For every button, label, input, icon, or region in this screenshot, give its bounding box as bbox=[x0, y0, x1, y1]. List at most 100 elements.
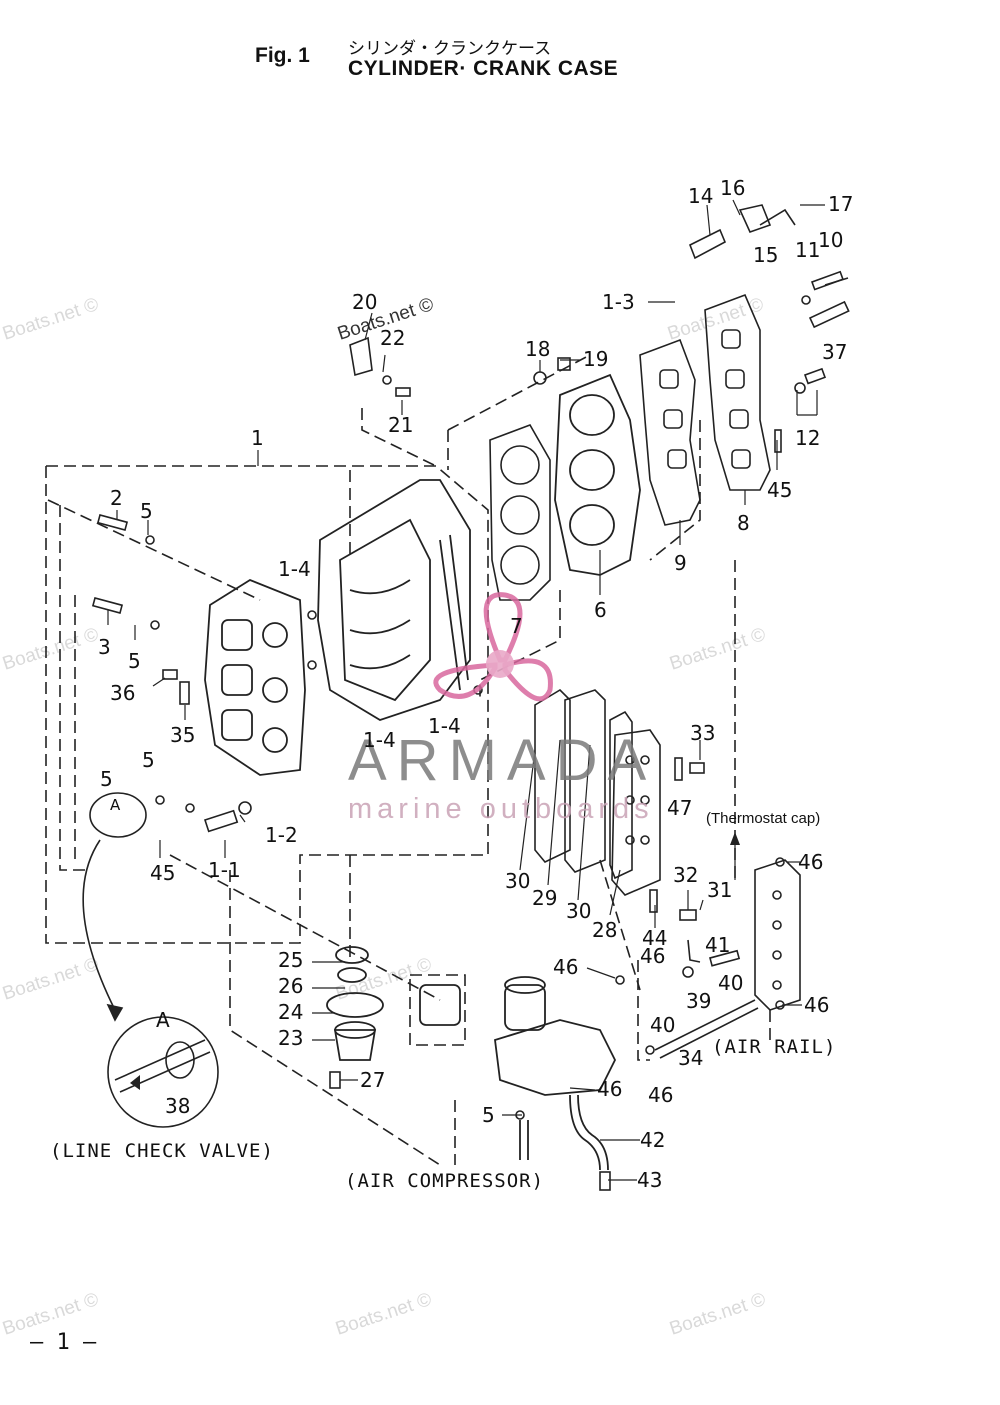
line-check-valve-caption: (LINE CHECK VALVE) bbox=[50, 1140, 274, 1162]
air-rail-caption: (AIR RAIL) bbox=[712, 1036, 836, 1058]
part-label: 46 bbox=[597, 1077, 622, 1101]
part-label: 31 bbox=[707, 878, 732, 902]
part-label: 20 bbox=[352, 290, 377, 314]
armada-logo: ARMADA marine outboards bbox=[348, 592, 656, 825]
part-label: 47 bbox=[667, 796, 692, 820]
part-label: 5 bbox=[140, 499, 153, 523]
small-hardware bbox=[91, 204, 850, 1191]
propeller-blade-icon bbox=[433, 662, 498, 699]
cylinder-head bbox=[554, 373, 641, 576]
part-label: 24 bbox=[278, 1000, 303, 1024]
air-compressor-part bbox=[494, 976, 617, 1171]
part-label: 10 bbox=[818, 228, 843, 252]
exhaust-cover-assembly bbox=[534, 688, 661, 896]
part-label: 37 bbox=[822, 340, 847, 364]
part-label: 5 bbox=[100, 767, 113, 791]
propeller-blade-icon bbox=[502, 658, 553, 702]
page-number: – 1 – bbox=[30, 1330, 97, 1355]
thermostat-parts bbox=[326, 946, 461, 1061]
cylinder-block bbox=[317, 479, 471, 721]
leader-lines bbox=[107, 199, 825, 1181]
part-label: 38 bbox=[165, 1094, 190, 1118]
part-label: 46 bbox=[553, 955, 578, 979]
part-label: 41 bbox=[705, 933, 730, 957]
part-label: 40 bbox=[718, 971, 743, 995]
part-label: 44 bbox=[642, 926, 667, 950]
air-compressor-caption: (AIR COMPRESSOR) bbox=[345, 1170, 544, 1192]
part-label: 1-4 bbox=[363, 728, 396, 752]
part-label: 42 bbox=[640, 1128, 665, 1152]
part-label: 1-4 bbox=[278, 557, 311, 581]
part-label: 30 bbox=[566, 899, 591, 923]
thermostat-cap-caption: (Thermostat cap) bbox=[706, 810, 820, 827]
part-label: 5 bbox=[128, 649, 141, 673]
detail-a-group bbox=[82, 792, 219, 1128]
part-label: 43 bbox=[637, 1168, 662, 1192]
watermark-text: Boats.net © bbox=[0, 954, 101, 1005]
part-label: 46 bbox=[804, 993, 829, 1017]
part-label: 16 bbox=[720, 176, 745, 200]
part-label: 2 bbox=[110, 486, 123, 510]
part-label: 45 bbox=[150, 861, 175, 885]
part-label: 21 bbox=[388, 413, 413, 437]
detail-a-arrow bbox=[130, 1075, 140, 1090]
part-label: 1 bbox=[251, 426, 264, 450]
watermark-text: Boats.net © bbox=[667, 624, 768, 675]
captions: (Thermostat cap) (AIR RAIL) (LINE CHECK … bbox=[50, 796, 836, 1192]
part-label: 22 bbox=[380, 326, 405, 350]
watermark-text: Boats.net © bbox=[0, 624, 101, 675]
thermostat-arrow bbox=[730, 832, 740, 845]
detail-a-label: A bbox=[156, 1008, 170, 1032]
part-label: 5 bbox=[482, 1103, 495, 1127]
part-label: 25 bbox=[278, 948, 303, 972]
part-label: 8 bbox=[737, 511, 750, 535]
watermark-text: Boats.net © bbox=[665, 294, 766, 345]
figure-number: Fig. 1 bbox=[255, 44, 310, 67]
head-gasket bbox=[489, 424, 551, 601]
part-label: 36 bbox=[110, 681, 135, 705]
part-label: 6 bbox=[594, 598, 607, 622]
propeller-hub-icon bbox=[486, 650, 514, 678]
part-label: 1-1 bbox=[208, 858, 241, 882]
part-label: 3 bbox=[98, 635, 111, 659]
propeller-blade-icon bbox=[483, 592, 523, 663]
part-label: 39 bbox=[686, 989, 711, 1013]
part-label: 29 bbox=[532, 886, 557, 910]
part-label: 11 bbox=[795, 238, 820, 262]
part-label: 1-2 bbox=[265, 823, 298, 847]
detail-a-callout: A bbox=[110, 796, 121, 814]
watermark-text: Boats.net © bbox=[333, 1289, 434, 1340]
part-label: 9 bbox=[674, 551, 687, 575]
part-label: 30 bbox=[505, 869, 530, 893]
part-label: 35 bbox=[170, 723, 195, 747]
watermark-text: Boats.net © bbox=[667, 1289, 768, 1340]
air-rail-part bbox=[654, 859, 801, 1059]
part-label: 26 bbox=[278, 974, 303, 998]
watermark-text: Boats.net © bbox=[0, 294, 101, 345]
part-label: 18 bbox=[525, 337, 550, 361]
part-label: 34 bbox=[678, 1046, 703, 1070]
part-label: 46 bbox=[648, 1083, 673, 1107]
watermark-text: Boats.net © bbox=[333, 954, 434, 1005]
brand-tagline: marine outboards bbox=[348, 793, 654, 825]
crank-case bbox=[204, 578, 306, 776]
part-label: 12 bbox=[795, 426, 820, 450]
part-label: 28 bbox=[592, 918, 617, 942]
part-label: 7 bbox=[510, 614, 523, 638]
brand-name: ARMADA bbox=[348, 728, 656, 793]
head-cover-assembly bbox=[639, 293, 771, 526]
part-label: 14 bbox=[688, 184, 713, 208]
part-label: 19 bbox=[583, 347, 608, 371]
part-label: 17 bbox=[828, 192, 853, 216]
part-labels: 14 16 17 15 11 10 1-3 37 20 22 18 19 21 … bbox=[98, 176, 853, 1192]
part-label: 15 bbox=[753, 243, 778, 267]
part-label: 1-3 bbox=[602, 290, 635, 314]
part-label: 33 bbox=[690, 721, 715, 745]
part-label: 23 bbox=[278, 1026, 303, 1050]
part-label: 45 bbox=[767, 478, 792, 502]
part-label: 27 bbox=[360, 1068, 385, 1092]
part-label: 1-4 bbox=[428, 714, 461, 738]
title-japanese: シリンダ・クランクケース bbox=[348, 39, 552, 58]
part-label: 40 bbox=[650, 1013, 675, 1037]
